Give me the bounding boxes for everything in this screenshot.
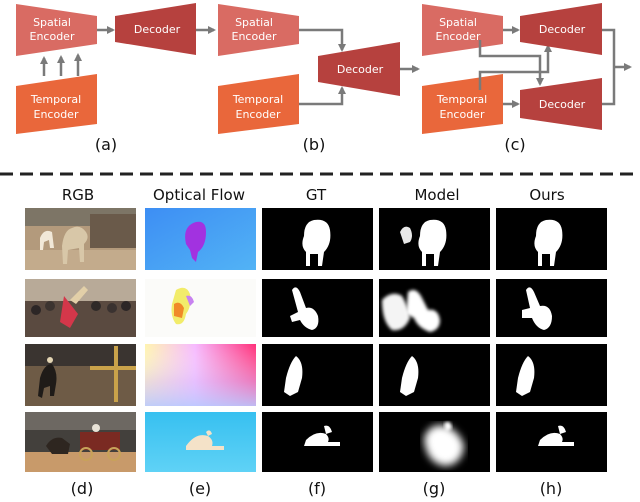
spatial-encoder-label: Spatial bbox=[33, 16, 71, 29]
svg-text:Encoder: Encoder bbox=[232, 30, 277, 43]
spatial-encoder-label: Spatial bbox=[235, 16, 273, 29]
connector-arrow bbox=[478, 44, 552, 90]
panel-label-a: (a) bbox=[95, 135, 117, 154]
decoder-block-bottom bbox=[520, 78, 602, 130]
decoder-block bbox=[318, 42, 400, 96]
connector-arrow bbox=[299, 86, 346, 106]
column-header-gt: GT bbox=[306, 186, 327, 204]
column-label-g: (g) bbox=[423, 479, 446, 498]
temporal-encoder-label: Temporal bbox=[436, 93, 487, 106]
gt-mask bbox=[262, 412, 373, 472]
column-label-f: (f) bbox=[308, 479, 326, 498]
image-row bbox=[25, 412, 607, 472]
decoder-block bbox=[115, 3, 196, 55]
model-mask bbox=[379, 344, 490, 406]
temporal-encoder-label: Encoder bbox=[236, 108, 281, 121]
column-header-model: Model bbox=[414, 186, 459, 204]
decoder-label: Decoder bbox=[539, 23, 586, 36]
panel-label-b: (b) bbox=[303, 135, 326, 154]
model-mask bbox=[379, 279, 490, 337]
svg-text:Temporal: Temporal bbox=[232, 93, 283, 106]
column-header-optical-flow: Optical Flow bbox=[153, 186, 245, 204]
temporal-encoder-block bbox=[218, 74, 299, 134]
model-mask bbox=[379, 412, 490, 472]
diagram-c: Spatial Encoder Temporal Encoder Decoder… bbox=[422, 3, 632, 154]
column-label-h: (h) bbox=[540, 479, 563, 498]
temporal-encoder-label: Encoder bbox=[34, 108, 79, 121]
panel-label-c: (c) bbox=[504, 135, 525, 154]
svg-text:Encoder: Encoder bbox=[436, 30, 481, 43]
column-header-rgb: RGB bbox=[62, 186, 94, 204]
spatial-encoder-label: Encoder bbox=[30, 30, 75, 43]
spatial-encoder-label: Encoder bbox=[232, 30, 277, 43]
rgb-image bbox=[25, 279, 136, 337]
ours-mask bbox=[496, 208, 607, 270]
ours-mask bbox=[496, 279, 607, 337]
svg-text:Temporal: Temporal bbox=[30, 93, 81, 106]
rgb-image bbox=[25, 208, 136, 270]
spatial-encoder-block bbox=[218, 4, 299, 56]
optical-flow-image bbox=[145, 344, 256, 406]
fusion-connector bbox=[602, 28, 616, 106]
optical-flow-image bbox=[145, 279, 256, 337]
spatial-encoder-label: Encoder bbox=[436, 30, 481, 43]
spatial-encoder-label: Spatial bbox=[439, 16, 477, 29]
svg-text:Spatial: Spatial bbox=[33, 16, 71, 29]
svg-text:Encoder: Encoder bbox=[440, 108, 485, 121]
rgb-image bbox=[25, 412, 136, 472]
svg-text:Spatial: Spatial bbox=[439, 16, 477, 29]
rgb-image bbox=[25, 344, 136, 406]
gt-mask bbox=[262, 344, 373, 406]
decoder-label: Decoder bbox=[337, 63, 384, 76]
svg-text:Encoder: Encoder bbox=[30, 30, 75, 43]
column-label-e: (e) bbox=[189, 479, 211, 498]
spatial-encoder-block bbox=[422, 4, 503, 56]
image-row bbox=[25, 344, 607, 406]
ours-mask bbox=[496, 412, 607, 472]
spatial-encoder-block bbox=[16, 4, 97, 56]
model-mask bbox=[379, 208, 490, 270]
image-row bbox=[25, 279, 607, 337]
svg-text:Spatial: Spatial bbox=[235, 16, 273, 29]
gt-mask bbox=[262, 279, 373, 337]
diagram-b: Spatial Encoder Temporal Encoder Decoder… bbox=[218, 4, 420, 154]
svg-text:Encoder: Encoder bbox=[236, 108, 281, 121]
decoder-label: Decoder bbox=[134, 23, 181, 36]
diagram-a: Spatial Encoder Temporal Encoder Decoder… bbox=[16, 3, 216, 154]
svg-text:Encoder: Encoder bbox=[34, 108, 79, 121]
temporal-encoder-block bbox=[422, 74, 503, 134]
svg-text:Temporal: Temporal bbox=[436, 93, 487, 106]
column-label-d: (d) bbox=[71, 479, 94, 498]
connector-arrow bbox=[478, 40, 544, 86]
decoder-block-top bbox=[520, 3, 602, 55]
temporal-encoder-label: Encoder bbox=[440, 108, 485, 121]
image-row bbox=[25, 208, 607, 270]
temporal-encoder-block bbox=[16, 74, 97, 134]
connector-arrow bbox=[299, 28, 346, 52]
column-header-ours: Ours bbox=[529, 186, 564, 204]
temporal-encoder-label: Temporal bbox=[232, 93, 283, 106]
optical-flow-image bbox=[145, 412, 256, 472]
gt-mask bbox=[262, 208, 373, 270]
ours-mask bbox=[496, 344, 607, 406]
decoder-label: Decoder bbox=[539, 98, 586, 111]
optical-flow-image bbox=[145, 208, 256, 270]
temporal-encoder-label: Temporal bbox=[30, 93, 81, 106]
